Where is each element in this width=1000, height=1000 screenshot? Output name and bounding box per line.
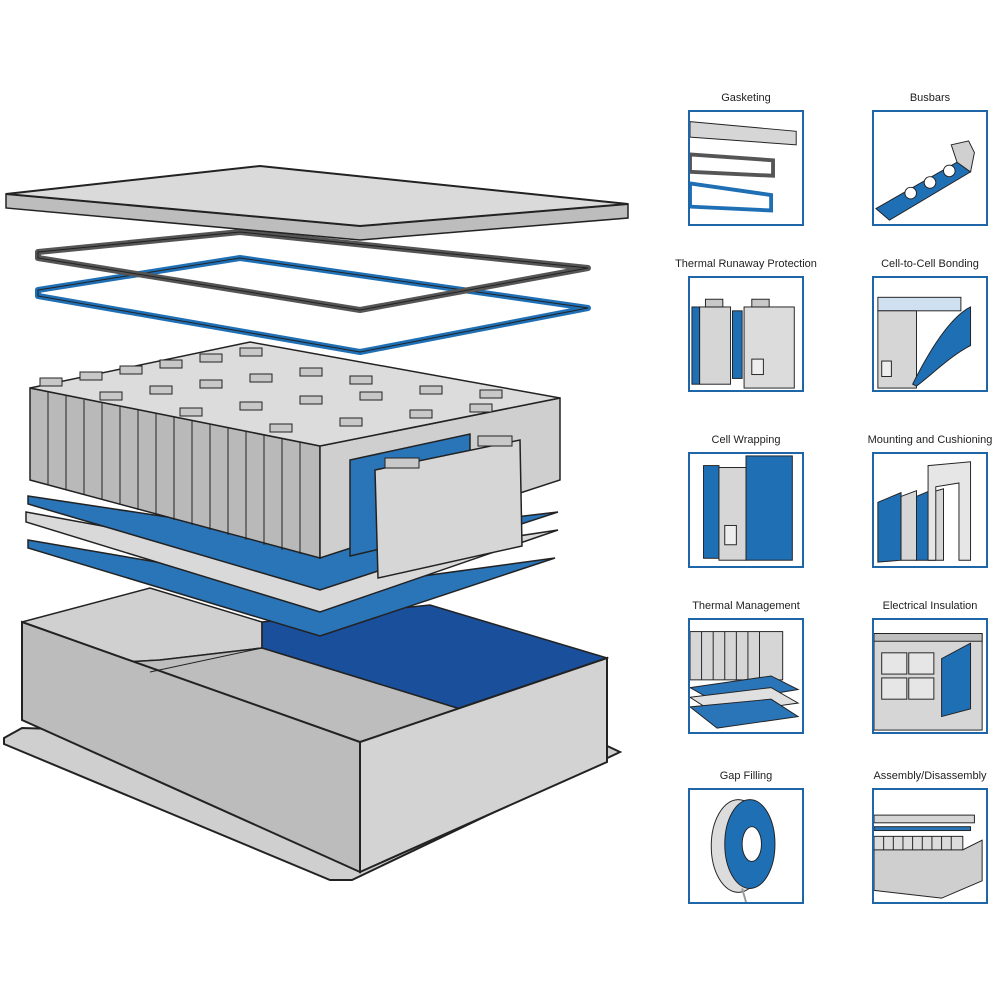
dark-gasket-outline (37, 231, 589, 311)
pulled-cell-terminal-left (384, 457, 420, 469)
pulled-cell-front (374, 439, 523, 579)
assembled-pack-icon (872, 788, 988, 904)
tile-label-cell-to-cell-bonding: Cell-to-Cell Bonding (881, 258, 979, 270)
tile-mounting-and-cushioning: Mounting and Cushioning (860, 432, 1000, 568)
tile-label-thermal-management: Thermal Management (692, 600, 800, 612)
cushion-pads-icon (872, 452, 988, 568)
tile-label-thermal-runaway-protection: Thermal Runaway Protection (675, 258, 817, 270)
pulled-cell-terminal-right (477, 435, 513, 447)
cell-terminals (39, 347, 503, 433)
cell-divider-lines (47, 392, 301, 554)
wrapped-cell-icon (688, 452, 804, 568)
enclosure-front-right-wall (359, 656, 608, 874)
blue-gasket-outline (37, 257, 589, 353)
tile-label-gap-filling: Gap Filling (719, 770, 773, 782)
tile-gasketing: Gasketing (676, 90, 816, 226)
tile-electrical-insulation: Electrical Insulation (860, 598, 1000, 734)
busbar-strip-icon (872, 110, 988, 226)
tile-thermal-runaway-protection: Thermal Runaway Protection (675, 256, 817, 392)
thermal-pads-icon (688, 618, 804, 734)
tile-busbars: Busbars (860, 90, 1000, 226)
enclosure-floor-line (149, 647, 263, 673)
pack-lid-top (5, 164, 629, 228)
tile-label-cell-wrapping: Cell Wrapping (711, 434, 781, 446)
tile-label-electrical-insulation: Electrical Insulation (882, 600, 978, 612)
insulated-tray-icon (872, 618, 988, 734)
tile-cell-to-cell-bonding: Cell-to-Cell Bonding (860, 256, 1000, 392)
tape-roll-icon (688, 788, 804, 904)
cell-barrier-icon (688, 276, 804, 392)
tile-thermal-management: Thermal Management (676, 598, 816, 734)
bonding-sheet-icon (872, 276, 988, 392)
tile-assembly-disassembly: Assembly/Disassembly (860, 768, 1000, 904)
tile-cell-wrapping: Cell Wrapping (676, 432, 816, 568)
tile-label-assembly-disassembly: Assembly/Disassembly (873, 770, 987, 782)
tile-label-busbars: Busbars (909, 92, 951, 104)
exploded-battery-pack-illustration (3, 164, 629, 881)
tile-gap-filling: Gap Filling (676, 768, 816, 904)
gasket-layers-icon (688, 110, 804, 226)
tile-label-gasketing: Gasketing (721, 92, 771, 104)
tile-label-mounting-and-cushioning: Mounting and Cushioning (867, 434, 993, 446)
